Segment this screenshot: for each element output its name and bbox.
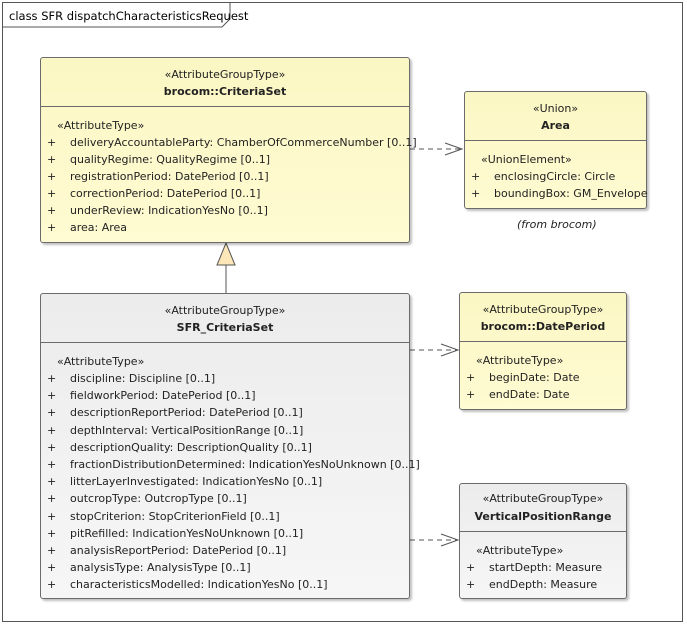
dependency-arrowhead-verticalpositionrange bbox=[440, 533, 460, 547]
visibility-public-icon: + bbox=[47, 187, 57, 200]
visibility-public-icon: + bbox=[466, 578, 476, 591]
attribute-row[interactable]: endDate: Date bbox=[489, 388, 570, 401]
class-separator bbox=[41, 106, 409, 107]
attribute-section-label: «AttributeType» bbox=[57, 119, 145, 132]
frame-title-tab: class SFR dispatchCharacteristicsRequest bbox=[2, 2, 248, 28]
visibility-public-icon: + bbox=[47, 458, 57, 471]
class-stereotype: «AttributeGroupType» bbox=[164, 304, 286, 317]
class-name: brocom::DatePeriod bbox=[480, 320, 606, 333]
attribute-row[interactable]: analysisType: AnalysisType [0..1] bbox=[70, 561, 251, 575]
class-vertical-position-range[interactable]: «AttributeGroupType» VerticalPositionRan… bbox=[459, 483, 627, 599]
class-date-period[interactable]: «AttributeGroupType» brocom::DatePeriod … bbox=[459, 292, 627, 410]
attribute-row[interactable]: fieldworkPeriod: DatePeriod [0..1] bbox=[70, 389, 256, 403]
attribute-row[interactable]: beginDate: Date bbox=[489, 371, 580, 384]
attribute-row[interactable]: stopCriterion: StopCriterionField [0..1] bbox=[70, 509, 280, 523]
attribute-row[interactable]: outcropType: OutcropType [0..1] bbox=[70, 492, 247, 506]
attribute-row[interactable]: analysisReportPeriod: DatePeriod [0..1] bbox=[70, 544, 287, 557]
class-area[interactable]: «Union» Area «UnionElement» + enclosingCi… bbox=[464, 91, 648, 209]
attribute-row[interactable]: correctionPeriod: DatePeriod [0..1] bbox=[70, 187, 261, 200]
attribute-row[interactable]: pitRefilled: IndicationYesNoUnknown [0..… bbox=[70, 526, 304, 540]
area-origin-note: (from brocom) bbox=[517, 218, 597, 231]
attribute-row[interactable]: descriptionReportPeriod: DatePeriod [0..… bbox=[70, 406, 303, 420]
attribute-row[interactable]: registrationPeriod: DatePeriod [0..1] bbox=[70, 170, 269, 183]
generalization-arrowhead bbox=[216, 241, 236, 266]
visibility-public-icon: + bbox=[47, 204, 57, 217]
visibility-public-icon: + bbox=[47, 406, 57, 420]
attribute-row[interactable]: qualityRegime: QualityRegime [0..1] bbox=[70, 153, 271, 166]
attribute-row[interactable]: discipline: Discipline [0..1] bbox=[70, 372, 216, 385]
attribute-row[interactable]: underReview: IndicationYesNo [0..1] bbox=[70, 204, 268, 217]
attribute-row[interactable]: depthInterval: VerticalPositionRange [0.… bbox=[70, 423, 304, 437]
dependency-arrowhead-area bbox=[444, 142, 464, 156]
visibility-public-icon: + bbox=[466, 561, 476, 574]
dependency-arrowhead-dateperiod bbox=[440, 343, 460, 357]
attribute-row[interactable]: area: Area bbox=[70, 221, 128, 234]
visibility-public-icon: + bbox=[47, 372, 57, 385]
attribute-row[interactable]: descriptionQuality: DescriptionQuality [… bbox=[70, 440, 312, 454]
visibility-public-icon: + bbox=[466, 388, 476, 401]
class-criteria-set[interactable]: «AttributeGroupType» brocom::CriteriaSet… bbox=[40, 57, 417, 243]
visibility-public-icon: + bbox=[471, 187, 481, 200]
attribute-row[interactable]: characteristicsModelled: IndicationYesNo… bbox=[70, 578, 328, 592]
class-separator bbox=[41, 342, 409, 343]
visibility-public-icon: + bbox=[47, 509, 57, 523]
class-stereotype: «AttributeGroupType» bbox=[482, 492, 604, 505]
class-separator bbox=[465, 140, 646, 141]
class-name: SFR_CriteriaSet bbox=[176, 321, 274, 334]
attribute-row[interactable]: litterLayerInvestigated: IndicationYesNo… bbox=[70, 475, 323, 489]
visibility-public-icon: + bbox=[47, 475, 57, 489]
visibility-public-icon: + bbox=[47, 170, 57, 183]
visibility-public-icon: + bbox=[47, 440, 57, 454]
attribute-section-label: «AttributeType» bbox=[57, 355, 145, 368]
visibility-public-icon: + bbox=[466, 371, 476, 384]
visibility-public-icon: + bbox=[47, 561, 57, 575]
visibility-public-icon: + bbox=[47, 136, 57, 149]
visibility-public-icon: + bbox=[47, 492, 57, 506]
class-stereotype: «AttributeGroupType» bbox=[482, 303, 604, 316]
attribute-row[interactable]: boundingBox: GM_Envelope bbox=[494, 187, 648, 200]
visibility-public-icon: + bbox=[471, 170, 481, 183]
visibility-public-icon: + bbox=[47, 526, 57, 540]
attribute-row[interactable]: enclosingCircle: Circle bbox=[494, 170, 616, 183]
visibility-public-icon: + bbox=[47, 578, 57, 592]
class-name: brocom::CriteriaSet bbox=[163, 85, 287, 98]
attribute-section-label: «UnionElement» bbox=[481, 153, 572, 166]
visibility-public-icon: + bbox=[47, 389, 57, 403]
class-sfr-criteria-set[interactable]: «AttributeGroupType» SFR_CriteriaSet «At… bbox=[40, 293, 420, 599]
attribute-row[interactable]: fractionDistributionDetermined: Indicati… bbox=[70, 458, 420, 471]
class-stereotype: «Union» bbox=[532, 102, 579, 115]
attribute-row[interactable]: startDepth: Measure bbox=[489, 561, 603, 574]
frame-tab-outline bbox=[2, 2, 231, 28]
class-separator bbox=[460, 341, 626, 342]
attribute-row[interactable]: deliveryAccountableParty: ChamberOfComme… bbox=[70, 136, 417, 149]
attribute-row[interactable]: endDepth: Measure bbox=[489, 578, 598, 591]
visibility-public-icon: + bbox=[47, 153, 57, 166]
frame-title: class SFR dispatchCharacteristicsRequest bbox=[9, 9, 249, 23]
visibility-public-icon: + bbox=[47, 544, 57, 557]
class-separator bbox=[460, 531, 626, 532]
class-name: VerticalPositionRange bbox=[474, 510, 612, 523]
visibility-public-icon: + bbox=[47, 423, 57, 437]
visibility-public-icon: + bbox=[47, 221, 57, 234]
attribute-section-label: «AttributeType» bbox=[476, 354, 564, 367]
class-name: Area bbox=[541, 119, 570, 132]
class-stereotype: «AttributeGroupType» bbox=[164, 68, 286, 81]
attribute-section-label: «AttributeType» bbox=[476, 544, 564, 557]
